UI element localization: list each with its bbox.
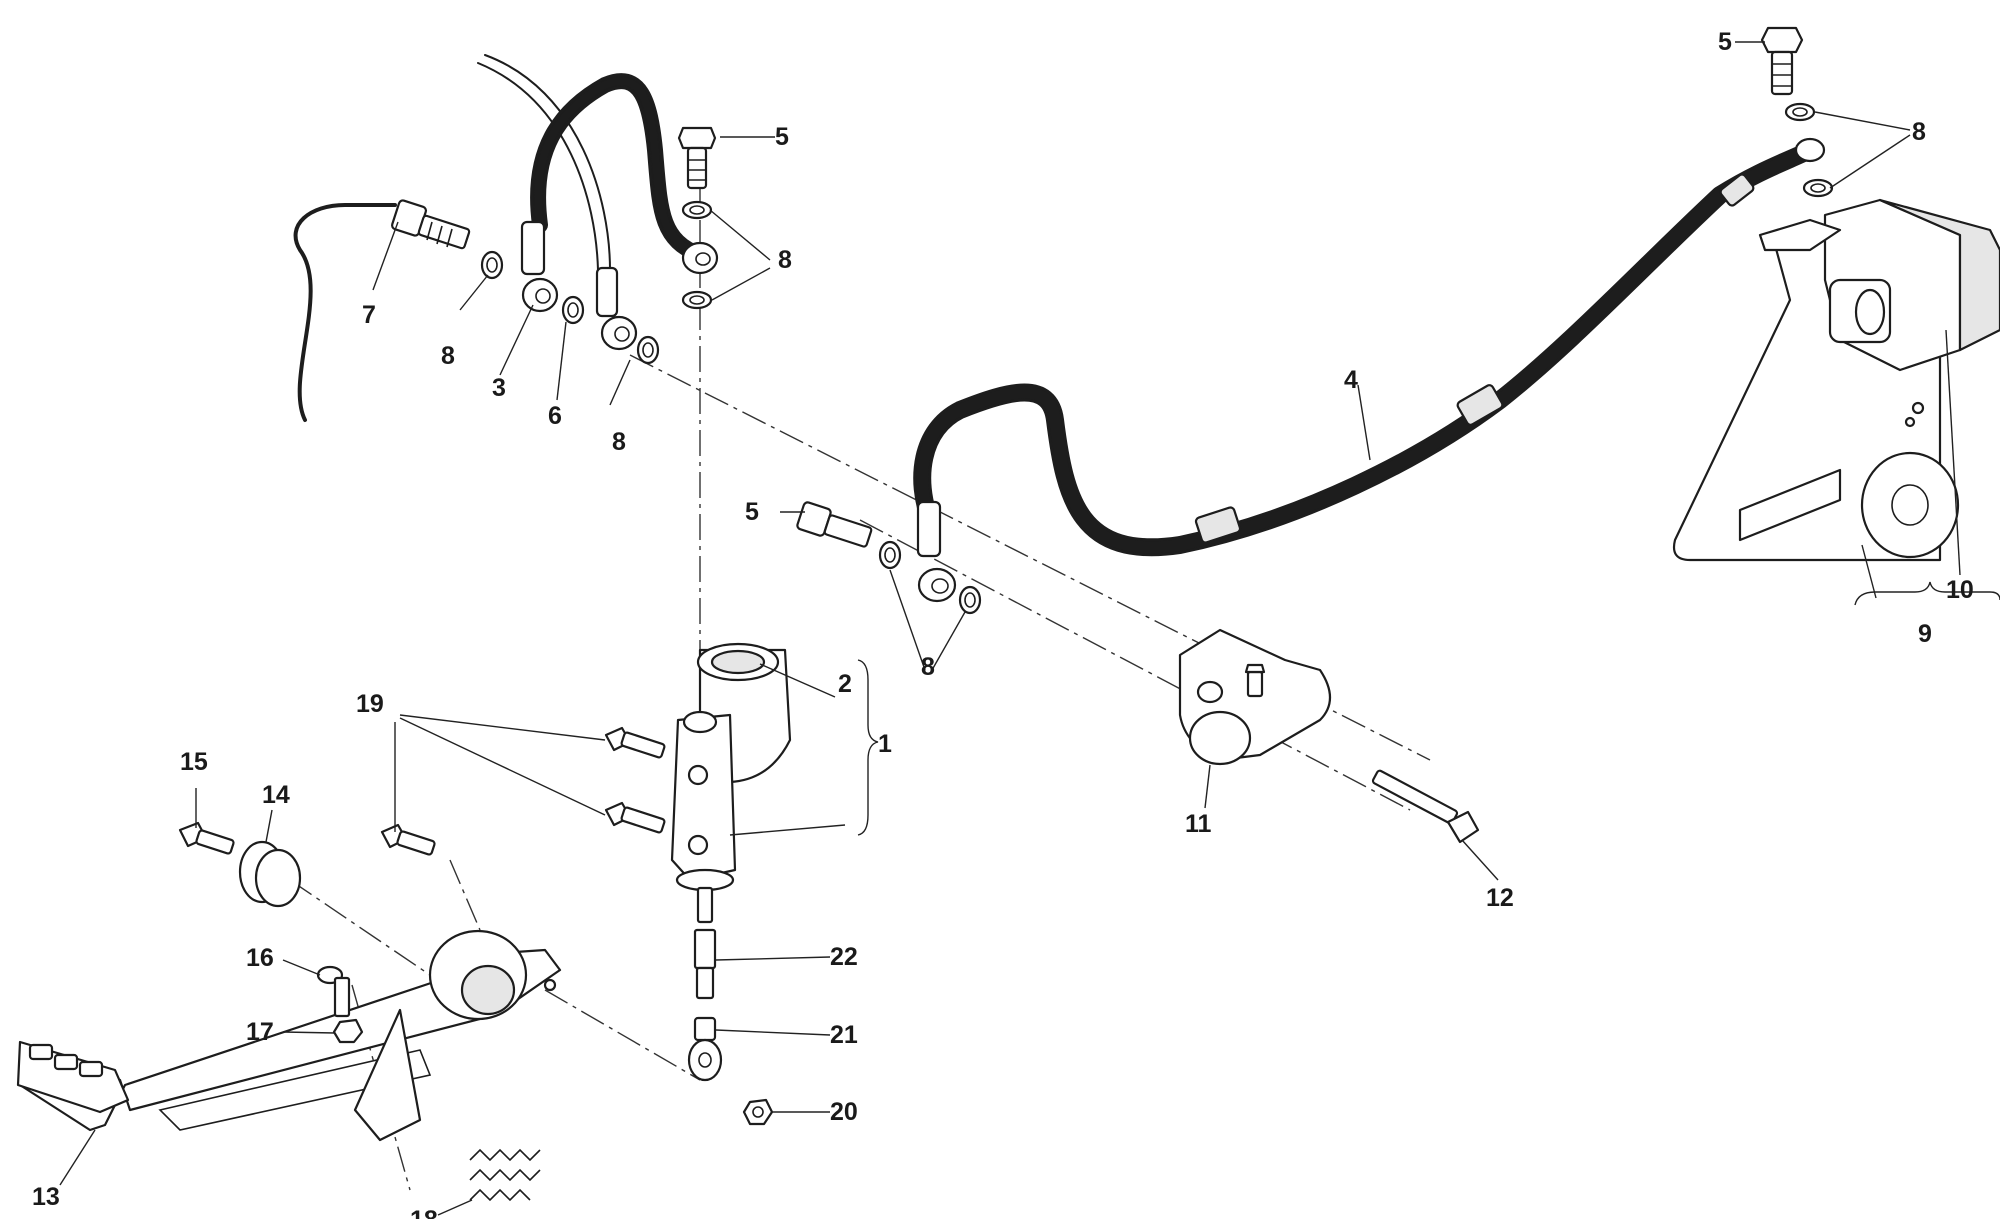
callout-15: 15 xyxy=(180,748,208,776)
callout-9: 9 xyxy=(1918,620,1932,648)
banjo-bolt-5-top xyxy=(677,126,717,190)
callout-6: 6 xyxy=(548,402,562,430)
banjo-bolt-7 xyxy=(390,199,471,250)
mount-bolts-19 xyxy=(380,726,666,856)
leader-lines xyxy=(59,41,2000,1216)
callout-labels: 1 2 3 4 5 5 5 6 7 8 8 8 8 8 9 10 11 12 1… xyxy=(32,28,1974,1219)
callout-4: 4 xyxy=(1344,366,1358,394)
callout-8-right: 8 xyxy=(1912,118,1926,146)
callout-19: 19 xyxy=(356,690,384,718)
callout-12: 12 xyxy=(1486,884,1514,912)
pushrod-assembly xyxy=(687,928,774,1126)
callout-10: 10 xyxy=(1946,576,1974,604)
callout-8-lower: 8 xyxy=(612,428,626,456)
banjo-bolt-5-middle xyxy=(796,501,873,548)
callout-5-top: 5 xyxy=(775,123,789,151)
upper-hoses xyxy=(293,54,708,422)
callout-14: 14 xyxy=(262,781,290,809)
master-cylinder xyxy=(670,642,792,924)
callout-3: 3 xyxy=(492,374,506,402)
caliper-bolt-12 xyxy=(1371,769,1480,844)
pedal-hardware xyxy=(178,821,541,1202)
callout-8-left: 8 xyxy=(441,342,455,370)
callout-22: 22 xyxy=(830,943,858,971)
rear-brake-hose xyxy=(913,137,1826,603)
callout-5-right: 5 xyxy=(1718,28,1732,56)
callout-13: 13 xyxy=(32,1183,60,1211)
callout-11: 11 xyxy=(1185,810,1212,838)
caliper-bracket-assembly xyxy=(1672,198,2000,562)
callout-20: 20 xyxy=(830,1098,858,1126)
banjo-bolt-5-right xyxy=(1760,26,1804,96)
callout-17: 17 xyxy=(246,1018,274,1046)
caliper-11 xyxy=(1178,628,1332,766)
sealing-washers xyxy=(480,102,1834,615)
callout-1: 1 xyxy=(878,730,892,758)
callout-18: 18 xyxy=(410,1206,438,1219)
callout-7: 7 xyxy=(362,301,376,329)
callout-16: 16 xyxy=(246,944,274,972)
callout-2: 2 xyxy=(838,670,852,698)
callout-21: 21 xyxy=(830,1021,858,1049)
callout-8-top: 8 xyxy=(778,246,792,274)
callout-8-middle: 8 xyxy=(921,653,935,681)
banjo-fittings xyxy=(520,220,719,351)
brake-pedal xyxy=(16,929,562,1142)
callout-5-middle: 5 xyxy=(745,498,759,526)
